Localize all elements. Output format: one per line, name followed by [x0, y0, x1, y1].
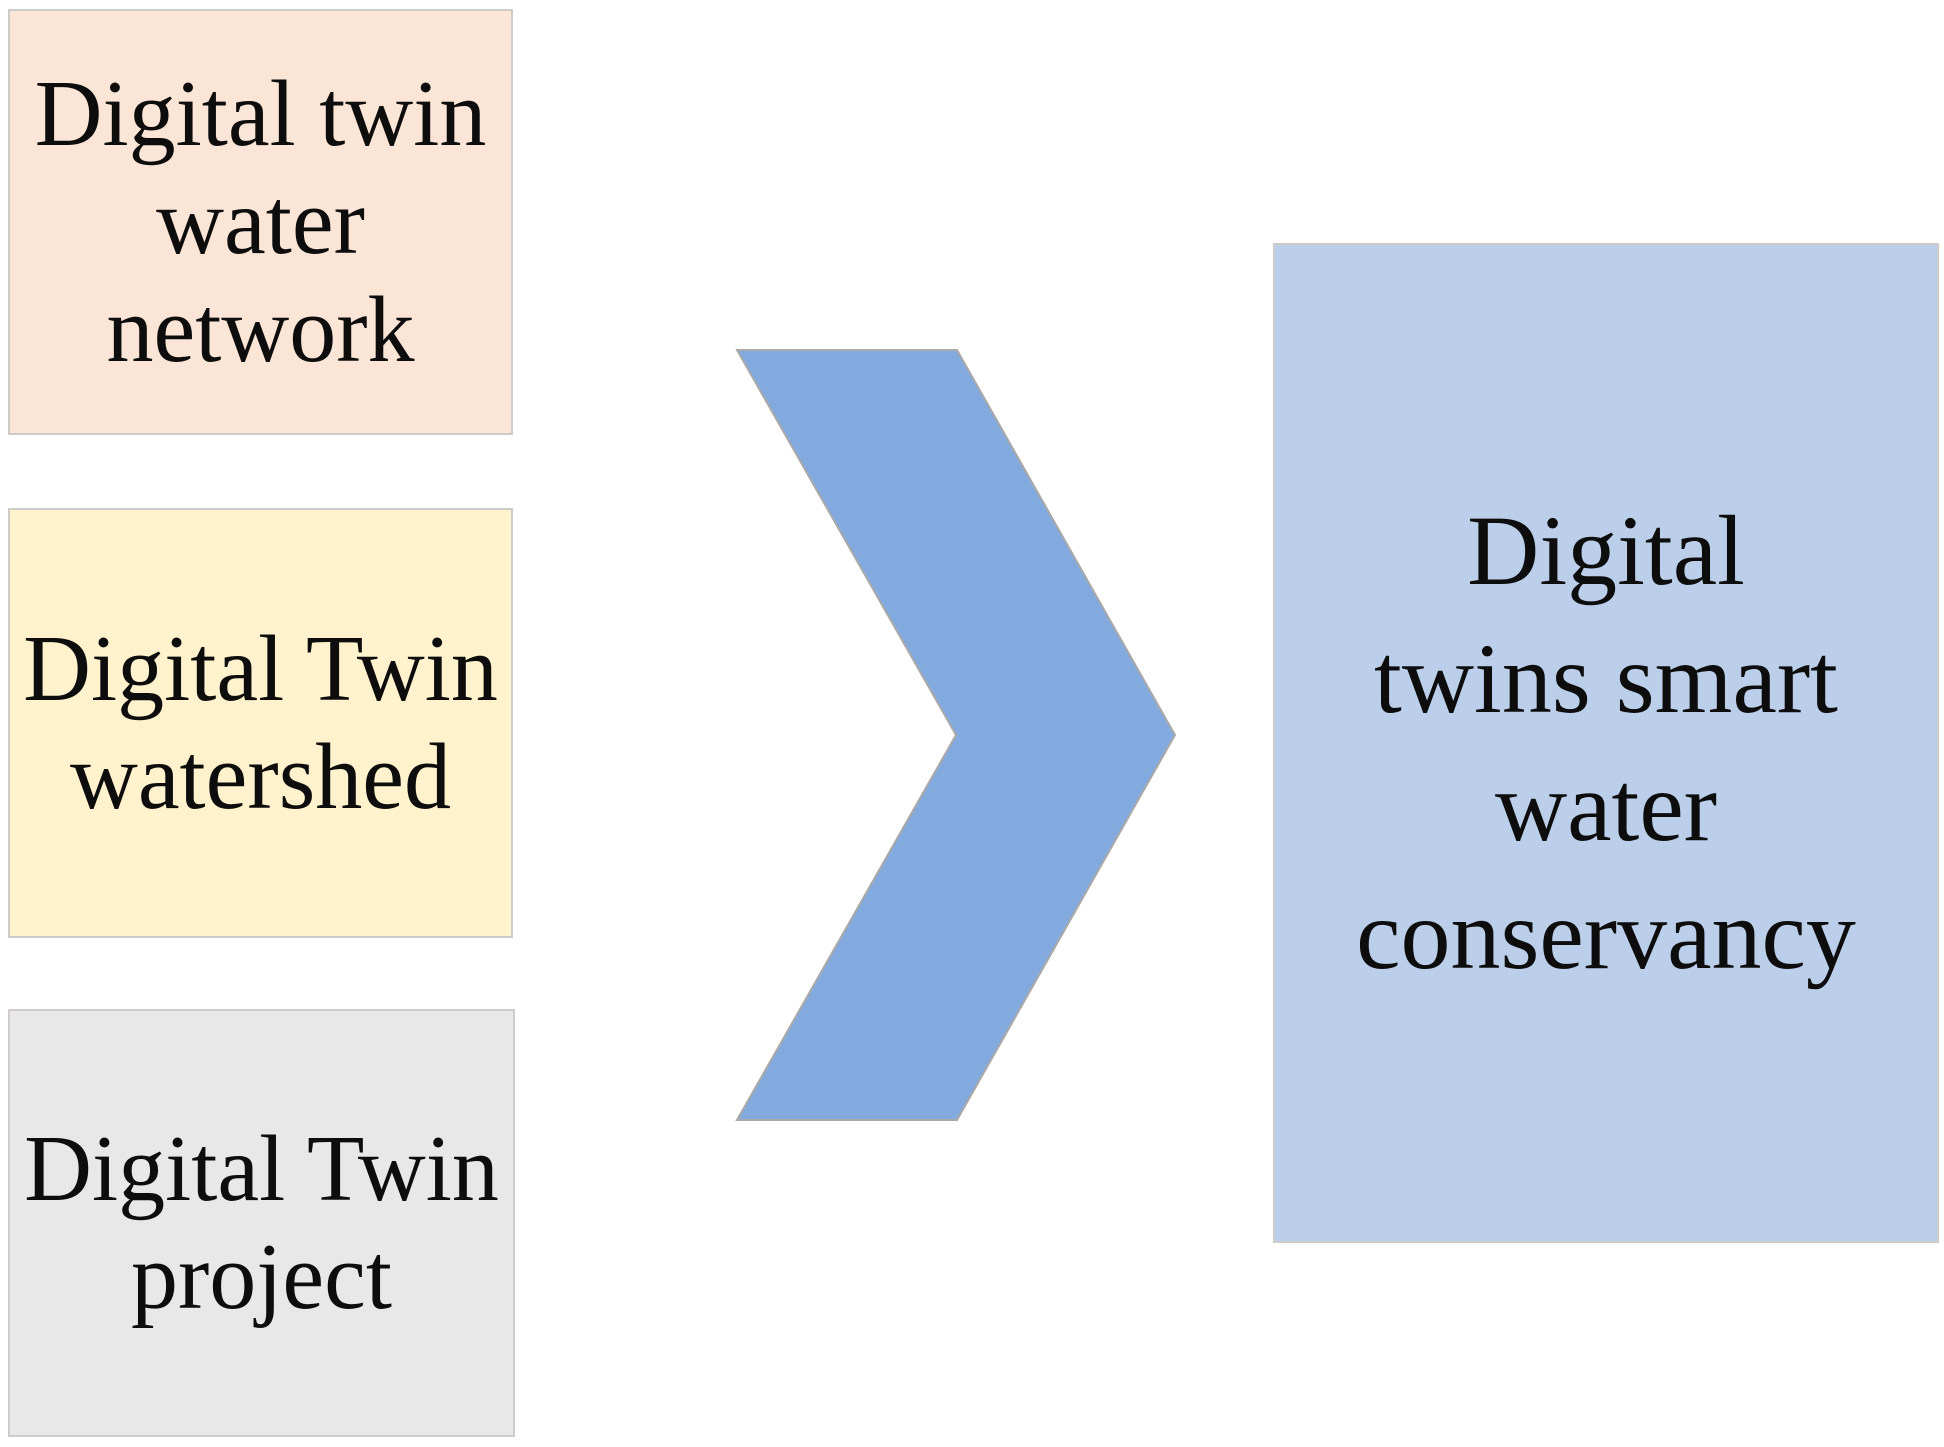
chevron-right-icon	[735, 349, 1177, 1121]
source-box-digital-twin-project: Digital Twin project	[8, 1009, 515, 1437]
result-box-label-smart-water-conservancy: Digital twins smart water conservancy	[1356, 495, 1856, 990]
source-box-label-water-network: Digital twin water network	[34, 62, 487, 382]
chevron-right-shape	[735, 349, 1177, 1121]
source-box-label-watershed: Digital Twin watershed	[23, 617, 498, 829]
result-box-digital-twins-smart-water-conservancy: Digital twins smart water conservancy	[1273, 243, 1939, 1243]
source-box-label-project: Digital Twin project	[24, 1117, 499, 1329]
source-box-digital-twin-water-network: Digital twin water network	[8, 9, 513, 435]
source-box-digital-twin-watershed: Digital Twin watershed	[8, 508, 513, 938]
